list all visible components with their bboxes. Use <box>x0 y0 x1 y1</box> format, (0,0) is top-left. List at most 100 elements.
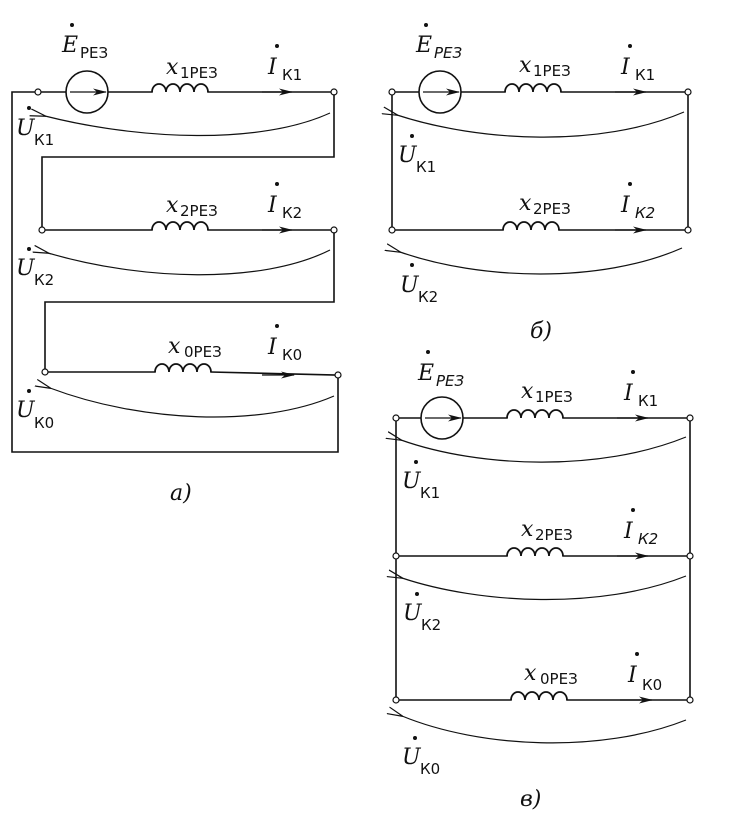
svg-text:x: x <box>519 191 532 216</box>
svg-text:2РЕЗ: 2РЕЗ <box>535 526 573 544</box>
label-U-k1-b: U К1 <box>398 134 436 176</box>
label-E-b: E РЕЗ <box>415 23 463 62</box>
label-U-k0-v: U К0 <box>402 736 440 778</box>
inductor-x1-a <box>151 83 209 93</box>
voltage-arrow-k0-a <box>50 388 335 418</box>
svg-text:РЕЗ: РЕЗ <box>434 44 463 62</box>
svg-text:2РЕЗ: 2РЕЗ <box>180 202 218 220</box>
svg-text:x: x <box>519 53 532 78</box>
label-x2-b: x 2РЕЗ <box>519 191 571 218</box>
label-U-k1-v: U К1 <box>402 460 440 502</box>
label-x0-a: x 0РЕЗ <box>168 334 222 361</box>
svg-text:К2: К2 <box>638 530 658 548</box>
svg-text:I: I <box>267 55 278 80</box>
svg-text:x: x <box>166 193 179 218</box>
row3-wire <box>44 371 337 376</box>
svg-text:U: U <box>402 469 422 494</box>
svg-text:x: x <box>521 379 534 404</box>
svg-text:x: x <box>166 55 179 80</box>
voltage-arrow-k2-b <box>400 248 683 275</box>
inductor-x0-v <box>510 691 568 701</box>
label-x1-v: x 1РЕЗ <box>521 379 573 406</box>
svg-text:U: U <box>400 273 420 298</box>
label-x1-b: x 1РЕЗ <box>519 53 571 80</box>
inductor-x0-a <box>154 363 212 373</box>
svg-text:К2: К2 <box>418 288 438 306</box>
svg-text:U: U <box>403 601 423 626</box>
svg-text:E: E <box>415 33 432 58</box>
label-U-k2-v: U К2 <box>403 592 441 634</box>
svg-text:К0: К0 <box>34 414 54 432</box>
label-I-k2-b: I К2 <box>620 182 655 222</box>
outer-return-wire <box>11 91 339 453</box>
svg-text:К0: К0 <box>642 676 662 694</box>
svg-text:x: x <box>521 517 534 542</box>
label-U-k2-b: U К2 <box>400 263 438 306</box>
caption-b: б) <box>530 319 552 344</box>
svg-text:E: E <box>417 361 434 386</box>
svg-text:РЕЗ: РЕЗ <box>80 44 108 62</box>
label-E-v: E РЕЗ <box>417 350 465 390</box>
svg-text:1РЕЗ: 1РЕЗ <box>533 62 571 80</box>
svg-text:К2: К2 <box>282 204 302 222</box>
caption-v: в) <box>520 787 541 812</box>
svg-text:E: E <box>61 33 78 58</box>
svg-text:К2: К2 <box>34 271 54 289</box>
diagram-v: E РЕЗ x 1РЕЗ I К1 U К1 x 2РЕЗ I К2 U <box>393 350 694 812</box>
label-I-k1-v: I К1 <box>623 370 658 410</box>
svg-text:К1: К1 <box>282 66 302 84</box>
voltage-arrow-k2-v <box>402 576 687 601</box>
label-x2-v: x 2РЕЗ <box>521 517 573 544</box>
svg-text:I: I <box>623 381 634 406</box>
label-U-k0-a: U К0 <box>16 389 54 432</box>
svg-text:К1: К1 <box>416 158 436 176</box>
voltage-arrow-k0-v <box>402 716 687 744</box>
inductor-x1-b <box>504 83 562 93</box>
svg-text:I: I <box>267 193 278 218</box>
voltage-arrow-k1-a <box>45 113 331 137</box>
svg-text:К1: К1 <box>34 131 54 149</box>
diagram-a: E РЕЗ x 1РЕЗ I К1 U К1 x 2РЕЗ I К2 U <box>11 23 342 506</box>
svg-text:U: U <box>398 143 418 168</box>
svg-text:К2: К2 <box>635 204 655 222</box>
svg-text:U: U <box>16 398 36 423</box>
label-E-a: E РЕЗ <box>61 23 108 62</box>
label-x0-v: x 0РЕЗ <box>524 661 578 688</box>
inductor-x2-a <box>151 221 209 231</box>
svg-text:U: U <box>402 745 422 770</box>
diagram-b: E РЕЗ x 1РЕЗ I К1 U К1 x 2РЕЗ I К2 U <box>389 23 692 344</box>
label-I-k0-v: I К0 <box>627 652 662 694</box>
voltage-arrow-k2-a <box>48 250 331 276</box>
svg-text:0РЕЗ: 0РЕЗ <box>540 670 578 688</box>
svg-text:К0: К0 <box>420 760 440 778</box>
svg-text:К0: К0 <box>282 346 302 364</box>
svg-text:РЕЗ: РЕЗ <box>436 372 465 390</box>
label-U-k1-a: U К1 <box>16 106 54 149</box>
svg-text:I: I <box>620 193 631 218</box>
svg-text:I: I <box>620 55 631 80</box>
voltage-arrow-k1-b <box>397 112 685 138</box>
label-I-k1-a: I К1 <box>267 44 302 84</box>
inductor-x2-b <box>502 221 560 231</box>
inductor-x1-v <box>506 409 564 419</box>
svg-text:К1: К1 <box>635 66 655 84</box>
label-U-k2-a: U К2 <box>16 247 54 289</box>
svg-text:x: x <box>168 334 181 359</box>
caption-a: а) <box>170 481 192 506</box>
svg-text:I: I <box>623 519 634 544</box>
svg-text:U: U <box>16 116 36 141</box>
svg-text:x: x <box>524 661 537 686</box>
label-I-k0-a: I К0 <box>267 324 302 364</box>
svg-text:К1: К1 <box>638 392 658 410</box>
label-x1-a: x 1РЕЗ <box>166 55 218 82</box>
svg-text:1РЕЗ: 1РЕЗ <box>535 388 573 406</box>
inductor-x2-v <box>506 547 564 557</box>
svg-text:2РЕЗ: 2РЕЗ <box>533 200 571 218</box>
svg-text:I: I <box>267 335 278 360</box>
svg-text:К2: К2 <box>421 616 441 634</box>
voltage-arrow-k1-v <box>401 437 687 463</box>
label-x2-a: x 2РЕЗ <box>166 193 218 220</box>
svg-text:К1: К1 <box>420 484 440 502</box>
label-I-k1-b: I К1 <box>620 44 655 84</box>
